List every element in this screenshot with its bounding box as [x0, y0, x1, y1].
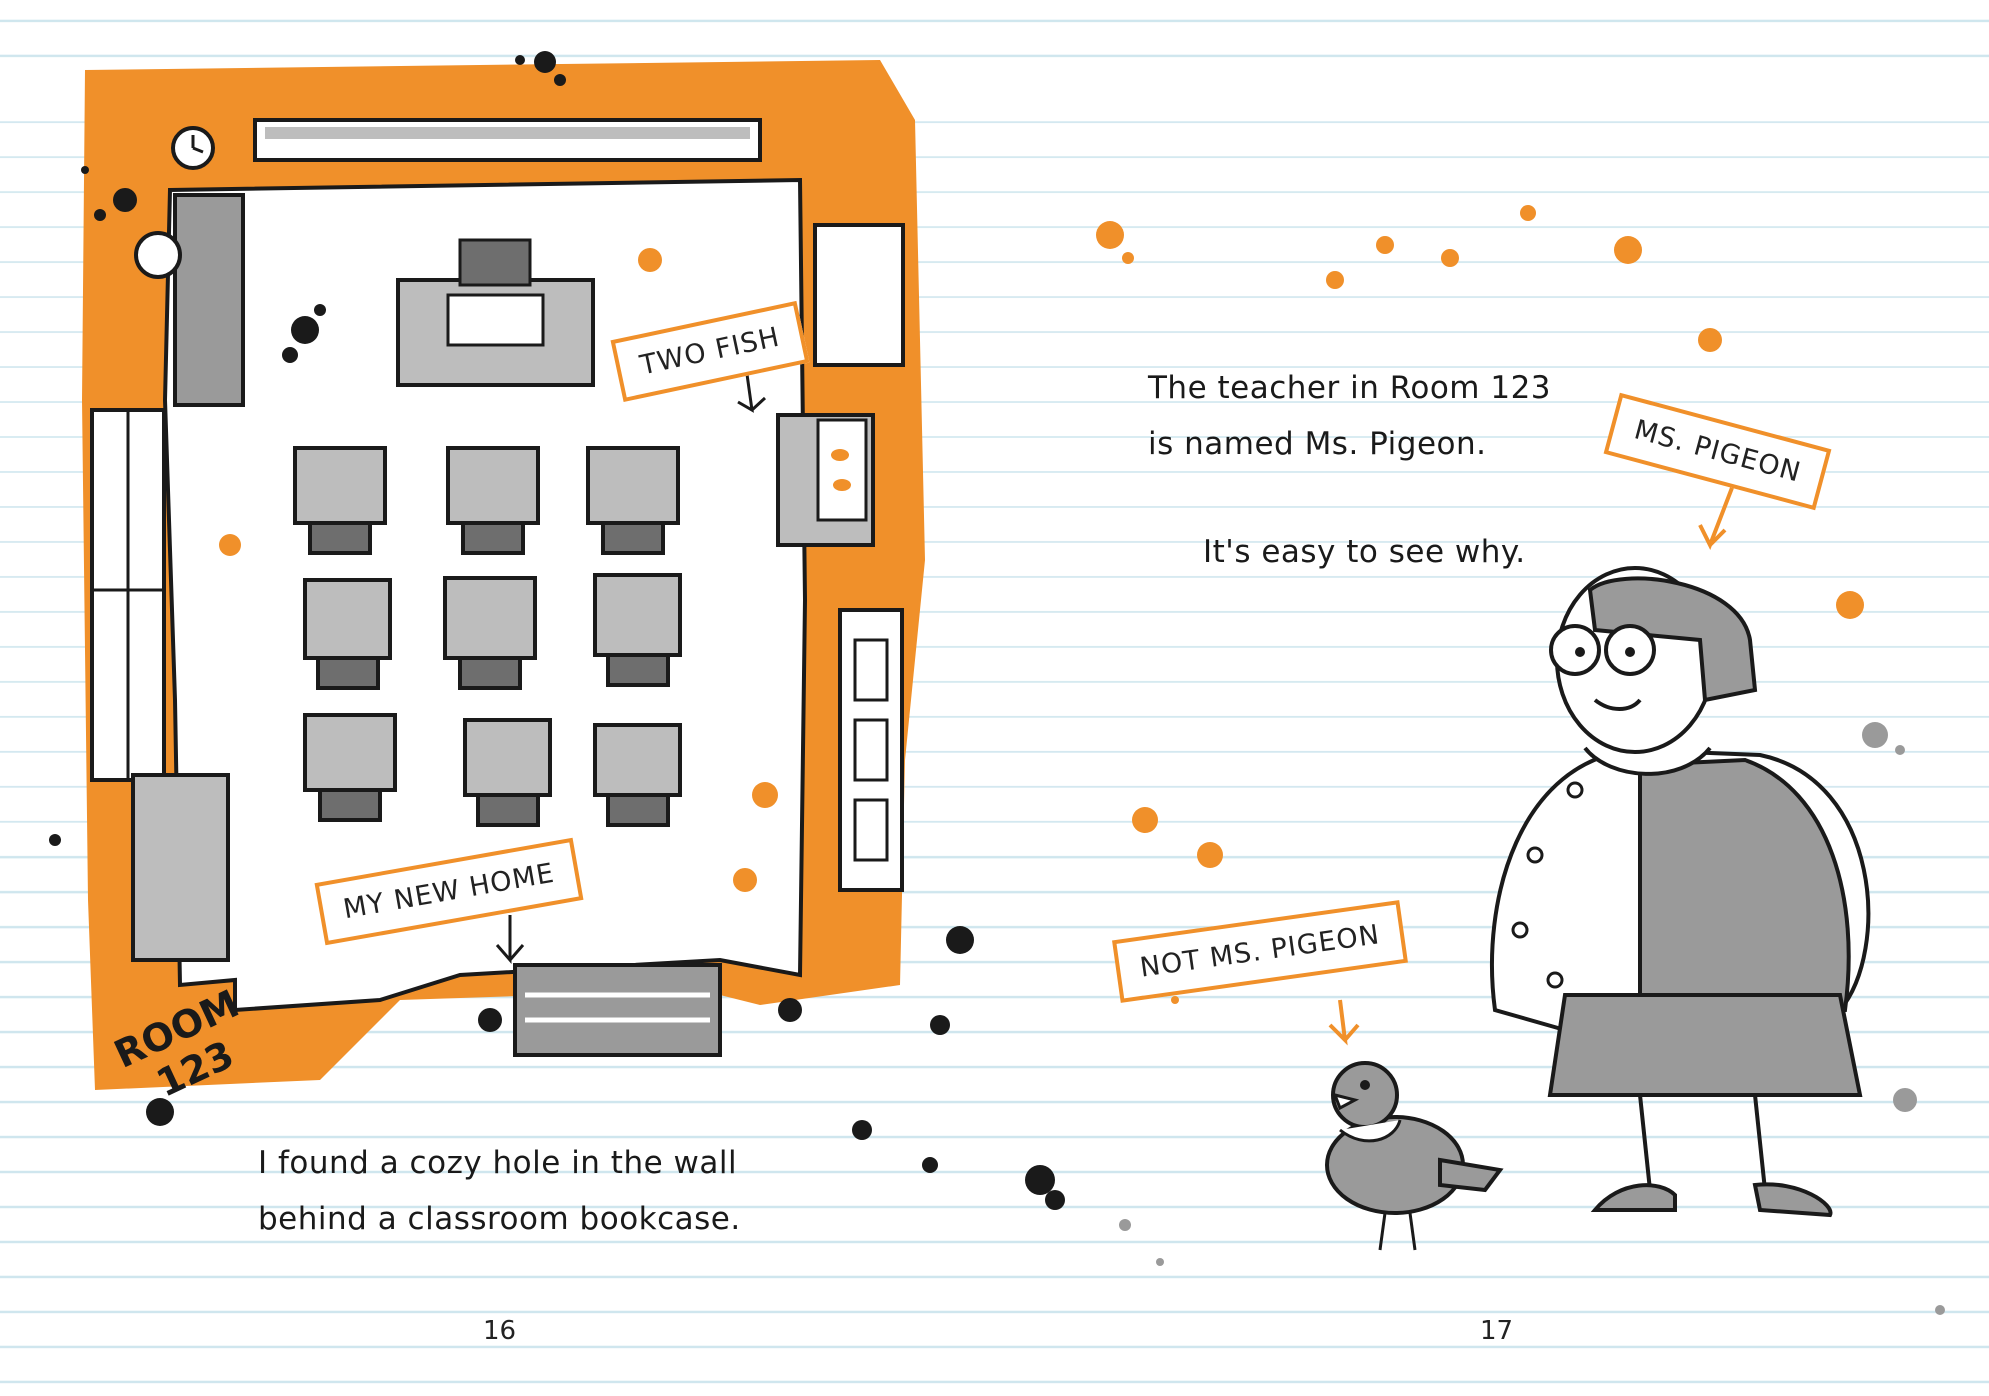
arrow-icon	[495, 915, 525, 965]
ruffled-collar	[1583, 746, 1712, 776]
left-text-line-1: I found a cozy hole in the wall	[258, 1145, 738, 1181]
left-body-text: I found a cozy hole in the wall behind a…	[258, 1135, 741, 1247]
left-text-line-2: behind a classroom bookcase.	[258, 1201, 741, 1237]
bookcase	[513, 963, 722, 1057]
orange-pawprints-right	[1096, 205, 1864, 1124]
orange-pawprints	[219, 248, 778, 892]
glasses-icon	[1549, 624, 1601, 676]
fish-icon	[833, 479, 851, 491]
ceiling-light	[253, 118, 762, 162]
right-door	[813, 223, 905, 367]
right-body-text: The teacher in Room 123 is named Ms. Pig…	[1148, 360, 1551, 580]
door-knob-icon	[134, 231, 182, 279]
classroom-door	[173, 193, 245, 407]
arrow-icon	[1328, 999, 1360, 1046]
right-text-line-1: The teacher in Room 123	[1148, 370, 1552, 406]
ms-pigeon-skirt	[1547, 993, 1863, 1097]
coat-buttons	[1511, 781, 1584, 989]
pigeon-head	[1331, 1061, 1399, 1129]
page-number-right: 17	[1480, 1316, 1514, 1346]
page-number-left: 16	[483, 1316, 517, 1346]
arrow-icon	[1698, 479, 1737, 550]
pigeon-tail	[1438, 1157, 1504, 1193]
ms-pigeon-hair	[1587, 576, 1758, 703]
right-text-line-3: It's easy to see why.	[1203, 534, 1526, 570]
cabinet	[131, 773, 230, 962]
right-text-line-2: is named Ms. Pigeon.	[1148, 426, 1487, 462]
ink-splatters	[49, 51, 1065, 1210]
fish-icon	[831, 449, 849, 461]
shoe	[1752, 1182, 1833, 1218]
gray-splatters	[1119, 722, 1945, 1315]
student-desks	[293, 446, 682, 827]
ms-pigeon-sweater	[1638, 757, 1851, 1012]
teacher-chair	[458, 238, 532, 287]
right-illustrations	[1096, 205, 1945, 1315]
arrow-icon	[737, 359, 767, 413]
beak-icon	[1332, 1092, 1360, 1111]
shoe	[1590, 1183, 1677, 1212]
